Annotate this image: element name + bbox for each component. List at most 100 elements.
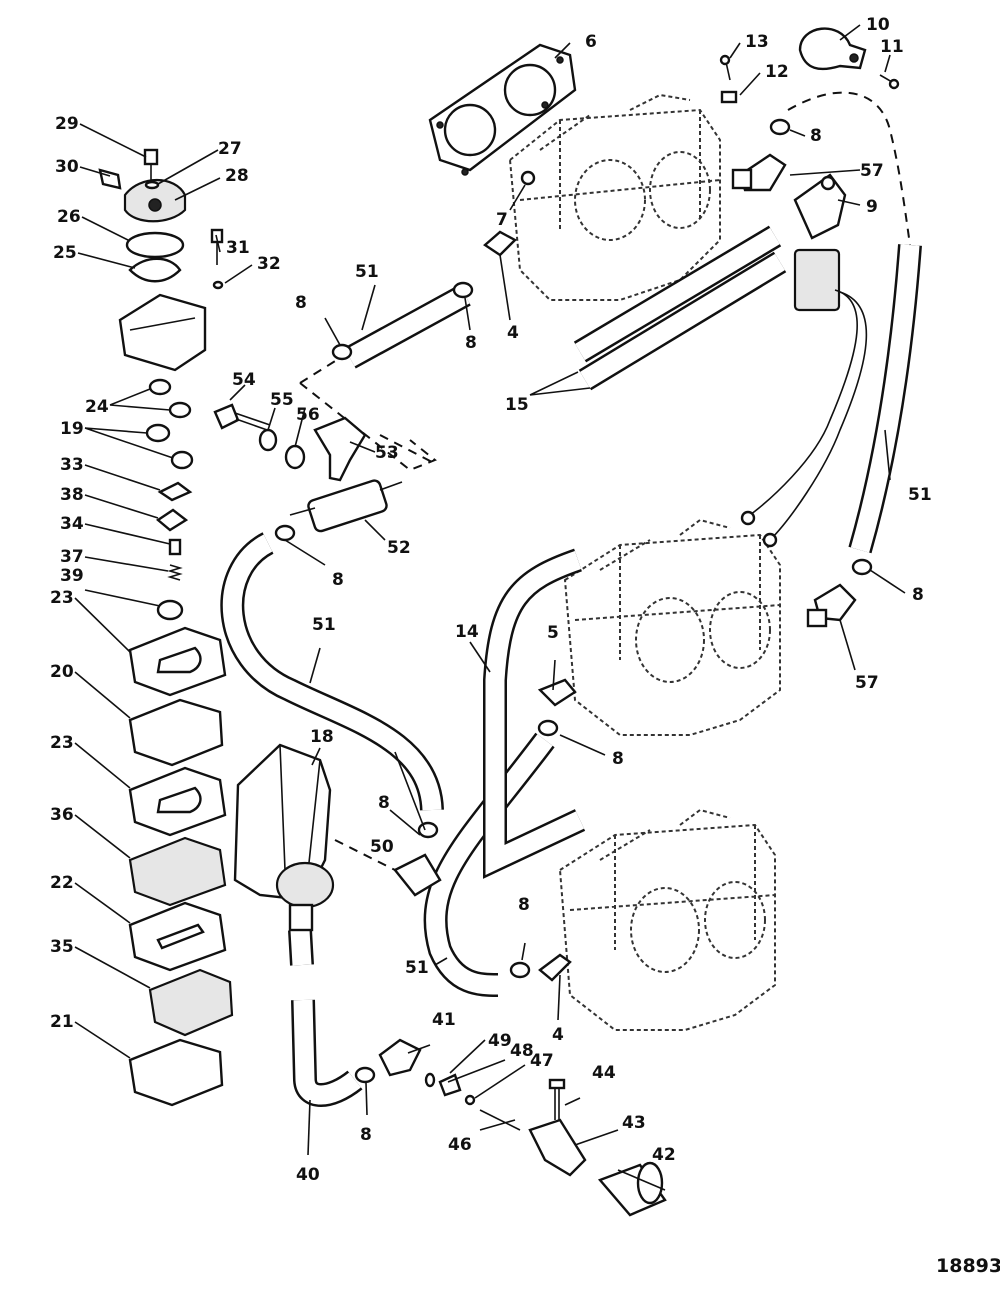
- small-parts-46-49: [424, 1072, 521, 1131]
- routing-dashed-line-filter: [299, 357, 437, 472]
- screw-31: [210, 228, 224, 265]
- fuel-pump-18: [233, 743, 335, 932]
- fitting-5: [537, 678, 577, 707]
- pump-body-top: [118, 293, 207, 372]
- carburetor-top: [508, 93, 721, 301]
- check-valves-19: [145, 423, 194, 470]
- spring-37: [167, 564, 183, 581]
- callout-15: 15: [505, 395, 529, 415]
- routing-dashed-line-pump: [334, 839, 396, 871]
- elbow-fitting-57-right: [806, 583, 857, 628]
- fuel-filter-52: [289, 479, 403, 533]
- plug-7: [520, 170, 536, 186]
- o-ring-26: [125, 231, 185, 259]
- callout-20: 20: [50, 662, 74, 682]
- callout-23-upper: 23: [50, 588, 74, 608]
- gasket-23-upper: [128, 626, 227, 697]
- callout-5: 5: [547, 623, 559, 643]
- callout-34: 34: [60, 514, 84, 534]
- callout-4-bottom: 4: [552, 1025, 564, 1045]
- callout-labels: 6 13 12 10 11 8 57 9 7 4 8 51 8 15 51 8 …: [50, 15, 932, 1185]
- callout-47: 47: [530, 1051, 554, 1071]
- washer-55: [258, 428, 278, 452]
- hose-51-left: [220, 532, 444, 812]
- callout-27: 27: [218, 139, 242, 159]
- callout-41: 41: [432, 1010, 456, 1030]
- callout-56: 56: [296, 405, 320, 425]
- screw-44: [548, 1078, 566, 1120]
- screw-29: [143, 148, 159, 180]
- callout-50: 50: [370, 837, 394, 857]
- callout-8-top-left: 8: [295, 293, 307, 313]
- hose-clamp-8-top-left: [331, 343, 353, 361]
- hose-clamp-8-top-right: [769, 118, 791, 136]
- callout-57-top: 57: [860, 161, 884, 181]
- callout-51-bottom: 51: [405, 958, 429, 978]
- gasket-23-lower: [128, 766, 227, 837]
- screw-11: [879, 74, 900, 90]
- document-number: 18893: [936, 1255, 1000, 1277]
- callout-49: 49: [488, 1031, 512, 1051]
- callout-44: 44: [592, 1063, 616, 1083]
- callout-38: 38: [60, 485, 84, 505]
- callout-9: 9: [866, 197, 878, 217]
- callout-53: 53: [375, 443, 399, 463]
- callout-10: 10: [866, 15, 890, 35]
- hose-51-right: [848, 244, 922, 554]
- hose-clamp-8-right: [851, 558, 873, 576]
- callout-42: 42: [652, 1145, 676, 1165]
- diaphragm-25: [128, 257, 182, 283]
- callout-51-top: 51: [355, 262, 379, 282]
- callout-24: 24: [85, 397, 109, 417]
- bracket-53: [313, 416, 367, 482]
- callout-8-low: 8: [360, 1125, 372, 1145]
- callout-18: 18: [310, 727, 334, 747]
- callout-8-bottom: 8: [518, 895, 530, 915]
- hose-clamp-8-bottom: [509, 961, 531, 979]
- screw-13: [719, 54, 731, 81]
- plate-38: [155, 508, 189, 532]
- diaphragm-20: [128, 698, 224, 767]
- callout-8-filter: 8: [332, 570, 344, 590]
- callout-7: 7: [496, 210, 508, 230]
- retainer-33: [157, 481, 193, 502]
- pump-cover-28: [123, 178, 187, 223]
- hose-40: [288, 929, 363, 1107]
- hose-15-pair: [573, 225, 787, 391]
- callout-52: 52: [387, 538, 411, 558]
- fitting-4-top: [483, 230, 517, 257]
- washer-56: [284, 444, 306, 470]
- callout-32: 32: [257, 254, 281, 274]
- callout-22: 22: [50, 873, 74, 893]
- washer-27: [144, 180, 160, 190]
- hose-clamp-8-pump: [417, 821, 439, 839]
- hose-clamp-8-low: [354, 1066, 376, 1084]
- callout-23-lower: 23: [50, 733, 74, 753]
- callout-19: 19: [60, 419, 84, 439]
- callout-48: 48: [510, 1041, 534, 1061]
- knob-42: [597, 1161, 667, 1217]
- callout-37: 37: [60, 547, 84, 567]
- callout-57-right: 57: [855, 673, 879, 693]
- elbow-fitting-57-top: [731, 153, 787, 192]
- clamp-10: [798, 27, 867, 71]
- callout-25: 25: [53, 243, 77, 263]
- fitting-4-bottom: [538, 953, 572, 982]
- callout-11: 11: [880, 37, 904, 57]
- callout-55: 55: [270, 390, 294, 410]
- hose-clamp-8-top-mid: [452, 281, 474, 299]
- callout-4-top: 4: [507, 323, 519, 343]
- callout-8-top-mid: 8: [465, 333, 477, 353]
- callout-13: 13: [745, 32, 769, 52]
- callout-29: 29: [55, 114, 79, 134]
- plate-36: [128, 836, 227, 907]
- callout-8-right: 8: [912, 585, 924, 605]
- callout-8-top-right: 8: [810, 126, 822, 146]
- leader-lines: [74, 24, 906, 1191]
- cover-35: [148, 968, 234, 1037]
- callout-21: 21: [50, 1012, 74, 1032]
- screw-54: [213, 403, 271, 432]
- gasket-6: [428, 43, 577, 176]
- screw-34: [168, 538, 182, 556]
